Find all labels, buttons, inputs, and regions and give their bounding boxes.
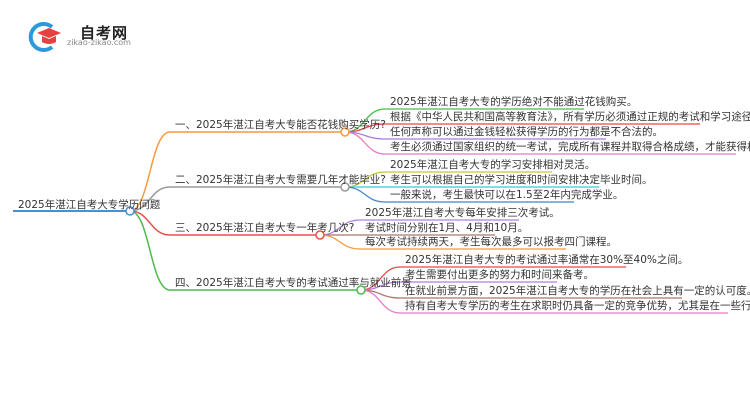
leaf-topic[interactable]: 一般来说，考生最快可以在1.5至2年内完成学业。 (390, 189, 624, 201)
logo-name: 自考网 (80, 24, 129, 42)
leaf-topic[interactable]: 考生可以根据自己的学习进度和时间安排决定毕业时间。 (390, 174, 653, 186)
branch-line (129, 186, 345, 212)
branch-topic[interactable]: 二、2025年湛江自考大专需要几年才能毕业? (175, 174, 386, 186)
leaf-topic[interactable]: 每次考试持续两天，考生每次最多可以报考四门课程。 (365, 236, 617, 248)
leaf-line (344, 186, 574, 203)
branch-line (129, 210, 361, 291)
branch-line (129, 131, 345, 212)
leaf-topic[interactable]: 2025年湛江自考大专的考试通过率通常在30%至40%之间。 (405, 254, 689, 266)
leaf-topic[interactable]: 2025年湛江自考大专的学历绝对不能通过花钱购买。 (390, 96, 638, 108)
branch-line (129, 210, 320, 236)
leaf-topic[interactable]: 考试时间分别在1月、4月和10月。 (365, 222, 529, 234)
leaf-topic[interactable]: 持有自考大专学历的考生在求职时仍具备一定的竞争优势，尤其是在一些行业和岗位中。 (405, 300, 750, 312)
logo-icon (28, 22, 61, 52)
leaf-line (344, 131, 736, 155)
leaf-line (360, 289, 728, 314)
branch-collapse-node (315, 230, 325, 240)
branch-collapse-node (340, 182, 350, 192)
leaf-line (319, 234, 566, 250)
branch-collapse-node (356, 285, 366, 295)
leaf-topic[interactable]: 2025年湛江自考大专的学习安排相对灵活。 (390, 159, 596, 171)
leaf-topic[interactable]: 考生需要付出更多的努力和时间来备考。 (405, 269, 594, 281)
root-collapse-node (125, 206, 135, 216)
logo-url: zikao-zikao.com (67, 38, 131, 47)
leaf-topic[interactable]: 考生必须通过国家组织的统一考试，完成所有课程并取得合格成绩，才能获得相应的学历证… (390, 141, 750, 153)
branch-topic[interactable]: 四、2025年湛江自考大专的考试通过率与就业前景 (175, 277, 412, 289)
leaf-topic[interactable]: 根据《中华人民共和国高等教育法》，所有学历必须通过正规的考试和学习途径获得。 (390, 111, 750, 123)
leaf-topic[interactable]: 任何声称可以通过金钱轻松获得学历的行为都是不合法的。 (390, 126, 663, 138)
branch-collapse-node (340, 127, 350, 137)
branch-topic[interactable]: 三、2025年湛江自考大专一年考几次? (175, 222, 355, 234)
branch-topic[interactable]: 一、2025年湛江自考大专能否花钱购买学历? (175, 119, 386, 131)
leaf-topic[interactable]: 在就业前景方面，2025年湛江自考大专的学历在社会上具有一定的认可度。 (405, 285, 750, 297)
root-topic[interactable]: 2025年湛江自考大专学历问题 (18, 199, 161, 211)
leaf-topic[interactable]: 2025年湛江自考大专每年安排三次考试。 (365, 207, 560, 219)
